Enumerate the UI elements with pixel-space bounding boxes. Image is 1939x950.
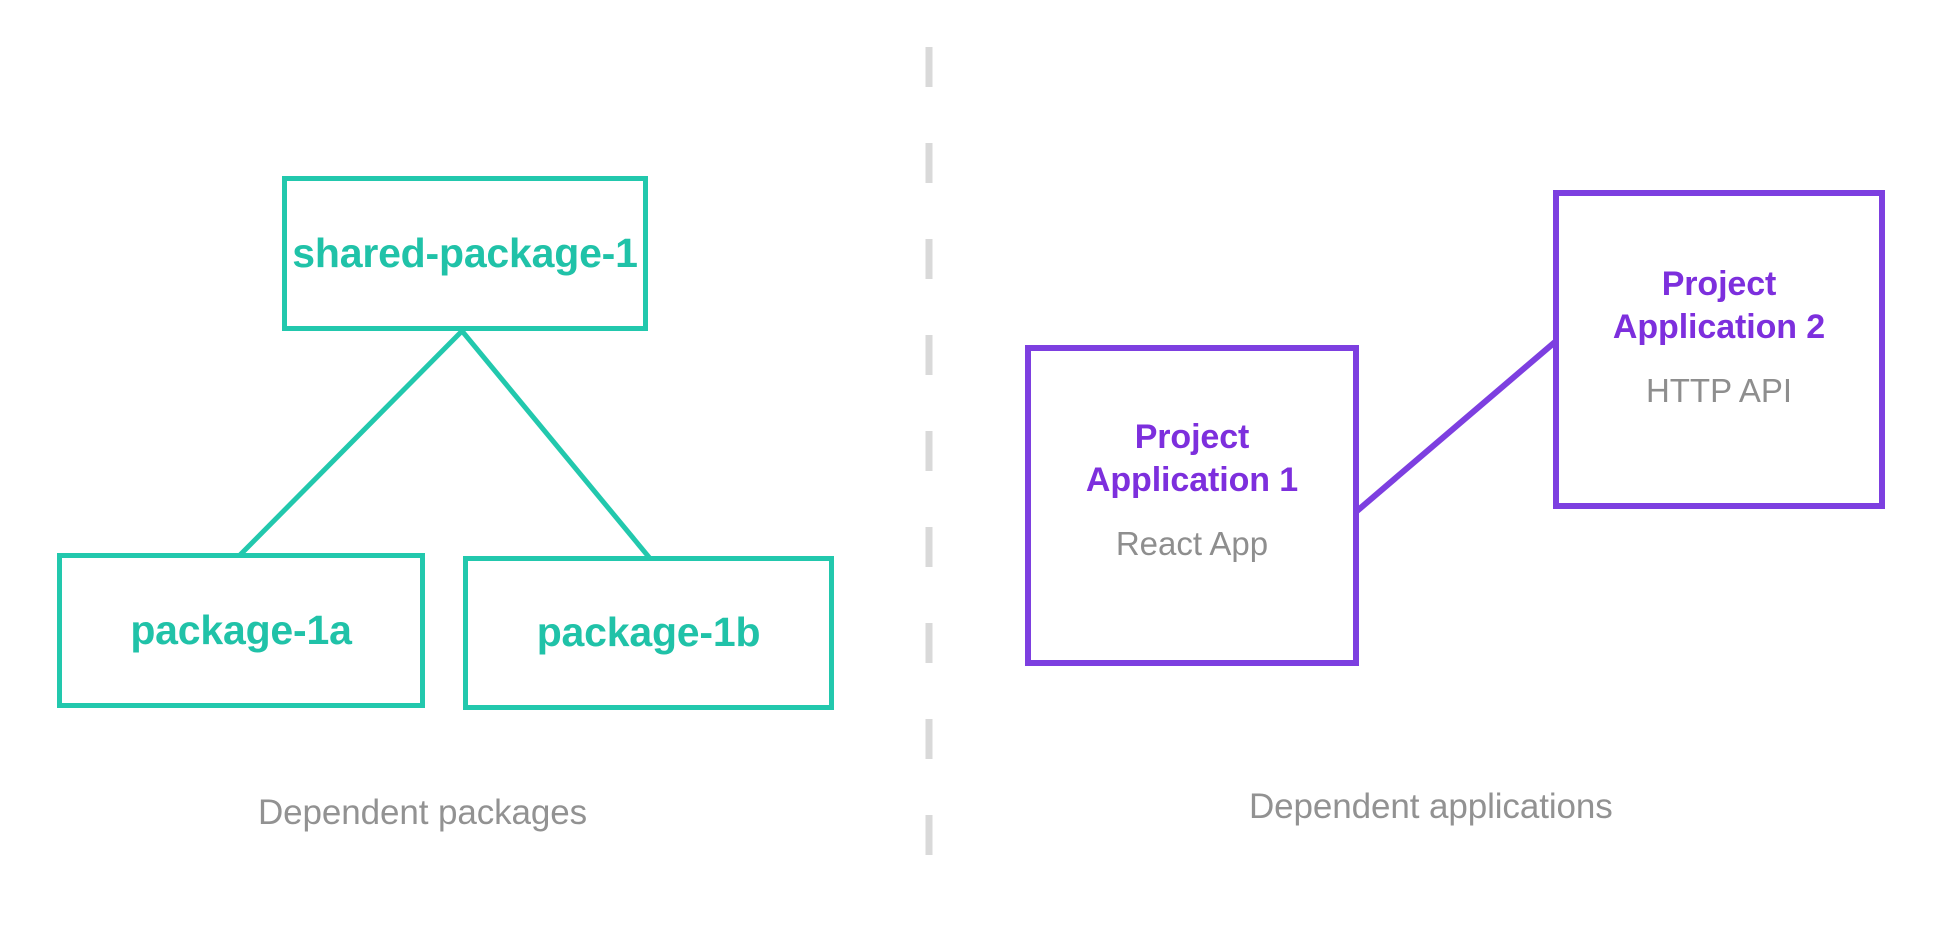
node-application-2-body: Project Application 2 HTTP API <box>1613 263 1825 411</box>
caption-dependent-packages: Dependent packages <box>258 793 588 832</box>
node-application-2-subtitle: HTTP API <box>1645 371 1793 409</box>
node-package-1b-label: package-1b <box>536 609 761 656</box>
node-application-2-title-line1: Project <box>1661 264 1777 303</box>
edge-shared-package-1-to-package-1a <box>237 327 466 558</box>
node-shared-package-1[interactable]: shared-package-1 <box>282 176 648 331</box>
node-application-1-title-line1: Project <box>1134 417 1250 456</box>
caption-dependent-applications: Dependent applications <box>1249 787 1613 826</box>
node-application-1-title: Project Application 1 <box>1086 416 1298 502</box>
node-application-1-subtitle: React App <box>1115 524 1269 562</box>
node-package-1a-label: package-1a <box>130 606 352 653</box>
node-shared-package-1-label: shared-package-1 <box>292 229 638 276</box>
node-application-1[interactable]: Project Application 1 React App <box>1025 345 1359 666</box>
node-package-1b[interactable]: package-1b <box>463 556 834 710</box>
node-application-2[interactable]: Project Application 2 HTTP API <box>1553 190 1885 509</box>
node-application-1-body: Project Application 1 React App <box>1086 416 1298 564</box>
node-package-1a[interactable]: package-1a <box>57 553 425 708</box>
edge-shared-package-1-to-package-1b <box>458 327 652 560</box>
node-application-2-title: Project Application 2 <box>1613 263 1825 349</box>
node-application-1-title-line2: Application 1 <box>1085 460 1299 499</box>
edge-application-1-to-application-2 <box>1352 337 1560 516</box>
node-application-2-title-line2: Application 2 <box>1612 307 1826 346</box>
